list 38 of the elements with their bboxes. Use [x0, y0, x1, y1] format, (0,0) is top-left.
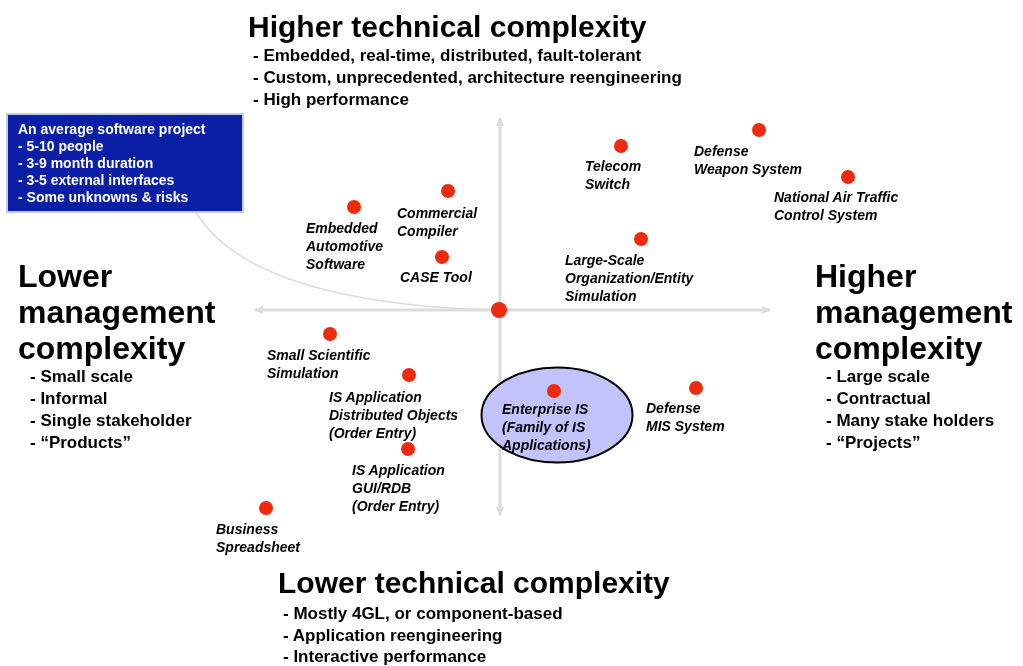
- box-item: - Some unknowns & risks: [18, 189, 190, 206]
- point-label: Commercial Compiler: [397, 204, 479, 240]
- bullet-item: - Large scale: [826, 367, 930, 387]
- point-label: Defense Weapon System: [694, 142, 803, 178]
- bullet-item: - “Products”: [30, 433, 132, 453]
- bullet-item: - Interactive performance: [283, 647, 487, 666]
- axis-heading: Higher technical complexity: [248, 10, 647, 44]
- bullet-item: - Mostly 4GL, or component-based: [283, 604, 563, 624]
- point-label: IS Application Distributed Objects (Order Entry): [329, 388, 460, 442]
- point-label: Telecom Switch: [585, 157, 643, 193]
- box-item: - 5-10 people: [18, 138, 105, 155]
- bullet-item: - Small scale: [30, 367, 133, 387]
- ellipse-label: Enterprise IS (Family of IS Applications): [502, 400, 592, 454]
- point-label: Defense MIS System: [646, 399, 726, 435]
- bullet-item: - Single stakeholder: [30, 411, 192, 431]
- axis-heading: Higher management complexity: [815, 258, 1014, 366]
- bullet-item: - High performance: [253, 90, 409, 110]
- point-label: Business Spreadsheet: [216, 520, 302, 556]
- point-label: Large-Scale Organization/Entity Simulation: [565, 251, 695, 305]
- bullet-item: - Informal: [30, 389, 108, 409]
- bullet-item: - Application reengineering: [283, 626, 503, 646]
- axis-heading: Lower technical complexity: [278, 566, 670, 600]
- bullet-item: - Contractual: [826, 389, 931, 409]
- point-label: CASE Tool: [400, 268, 473, 286]
- point-label: Embedded Automotive Software: [306, 219, 384, 273]
- info-box: [6, 113, 244, 213]
- bullet-item: - “Projects”: [826, 433, 921, 453]
- axis-heading: Lower management complexity: [18, 258, 217, 366]
- bullet-item: - Many stake holders: [826, 411, 995, 431]
- bullet-item: - Embedded, real-time, distributed, fault-tolerant: [253, 46, 642, 66]
- bullet-item: - Custom, unprecedented, architecture reengineering: [253, 68, 682, 88]
- box-item: - 3-5 external interfaces: [18, 172, 176, 189]
- center-dot: [491, 302, 507, 318]
- box-item: - 3-9 month duration: [18, 155, 155, 172]
- point-label: National Air Traffic Control System: [774, 188, 900, 224]
- point-label: Small Scientific Simulation: [267, 346, 372, 382]
- point-label: IS Application GUI/RDB (Order Entry): [352, 461, 446, 515]
- box-heading: An average software project: [18, 121, 207, 138]
